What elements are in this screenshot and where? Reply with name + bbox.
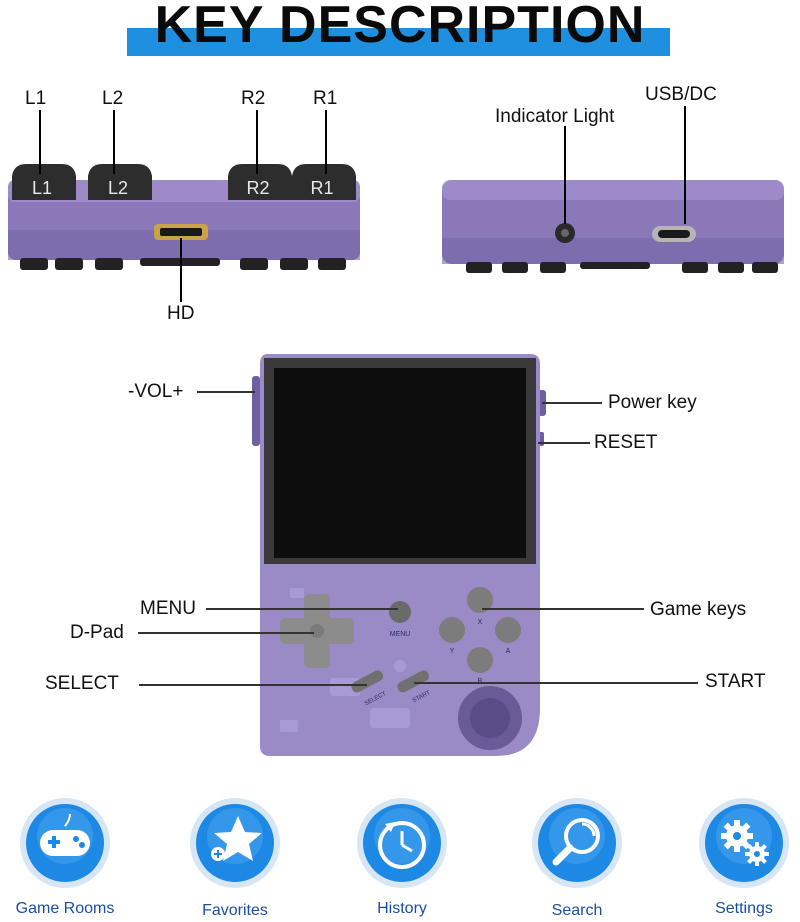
key-a [495,617,521,643]
history-feature [355,796,449,890]
usb-dc-label: USB/DC [645,84,717,105]
reset-label: RESET [594,432,658,453]
l1-keycap-text: L1 [32,178,52,198]
game-keys-label: Game keys [650,599,747,620]
game-keys [439,587,521,673]
magnifier-icon [532,798,622,888]
indicator-light-label: Indicator Light [495,106,615,127]
gears-icon [699,798,789,888]
l2-keycap-text: L2 [108,178,128,198]
d-pad [280,594,354,668]
hd-label: HD [167,303,195,324]
select-button [351,670,384,693]
key-x-text: X [478,619,483,626]
search-feature [530,796,624,890]
settings-label: Settings [715,900,773,917]
r2-keycap [228,164,292,200]
title-underline-bar [127,28,670,56]
star-icon [190,798,280,888]
clock-icon [357,798,447,888]
l1-keycap [12,164,76,200]
page-title: KEY DESCRIPTION [154,0,646,54]
r1-label: R1 [313,88,338,109]
menu-label: MENU [140,598,196,619]
volume-rocker [252,376,260,446]
r2-keycap-text: R2 [246,178,269,198]
favorites-feature [188,796,282,890]
r2-label: R2 [241,88,266,109]
select-label: SELECT [45,673,119,694]
r1-keycap-text: R1 [310,178,333,198]
game-rooms-label: Game Rooms [15,900,115,917]
key-b-text: B [478,678,483,685]
search-label: Search [551,902,603,919]
dpad-label: D-Pad [70,622,124,643]
r1-keycap [292,164,356,200]
screen [274,368,526,558]
device-top-view-left: L1 L2 R2 R1 [8,110,360,302]
l2-label: L2 [102,88,124,109]
game-rooms-feature [18,796,112,890]
device-front-view: MENU X Y A B SELECT START [252,354,546,756]
favorites-label: Favorites [202,902,268,919]
key-y [439,617,465,643]
menu-button [389,601,411,623]
key-a-text: A [506,648,511,655]
history-label: History [377,900,427,917]
settings-feature [697,796,791,890]
power-key-label: Power key [608,392,697,413]
start-label: START [705,671,766,692]
gamepad-icon [20,798,110,888]
menu-printed-label: MENU [390,631,411,638]
key-x [467,587,493,613]
device-bottom-view [442,106,784,273]
key-y-text: Y [450,648,455,655]
l1-label: L1 [25,88,47,109]
l2-keycap [88,164,152,200]
key-b [467,647,493,673]
vol-label: -VOL+ [128,381,184,402]
start-button [397,670,430,693]
